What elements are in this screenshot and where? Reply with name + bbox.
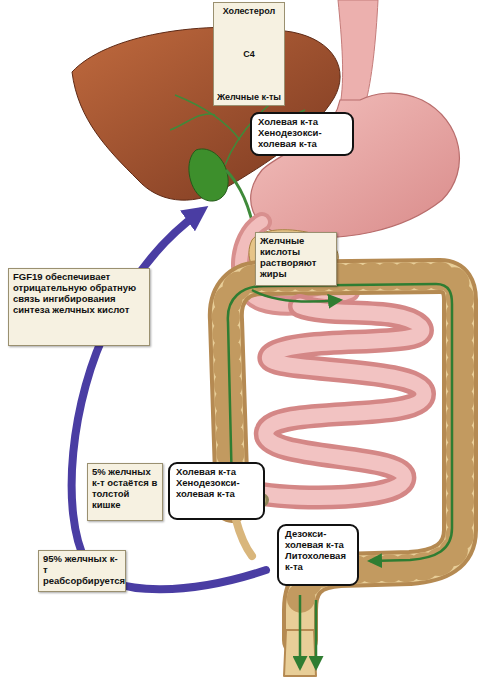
note-box: 95% желчных к-т реабсорбируется [38,550,126,592]
node-text: Холевая к-та [258,117,346,128]
flow-line [315,600,318,668]
node-text: 5% желчных к-т остаётся в толстой кишке [92,467,158,511]
gallbladder [189,149,228,201]
node-text: Холевая к-та [176,467,257,478]
bile-acid-box: Холевая к-таХенодезокси-холевая к-та [168,462,265,520]
colon-lumen [226,276,460,640]
node-text: Литохолевая к-та [285,551,351,573]
note-box: FGF19 обеспечивает отрицательную обратну… [8,268,150,346]
small-intestine-lumen [262,306,424,497]
node-text: 95% желчных к-т реабсорбируется [43,554,121,587]
node-text: FGF19 обеспечивает отрицательную обратну… [13,272,145,316]
flow-line [299,595,302,668]
bile-acid-box: Дезокси-холевая к-таЛитохолевая к-та [277,524,359,586]
node-text: Дезокси-холевая к-та [285,529,351,551]
node-text: Хенодезокси-холевая к-та [176,478,257,500]
node-text: Желчные к-ты [217,92,281,102]
stomach [251,93,460,238]
colon-haustra [226,276,460,610]
colon-wall [226,276,460,640]
esophagus [338,0,378,105]
synthesis-box: ХолестеролC4Желчные к-ты [213,2,285,106]
note-box: Желчные кислоты растворяют жиры [255,232,337,286]
small-intestine-wall [262,306,424,497]
flow-line [252,290,340,302]
node-text: Хенодезокси-холевая к-та [258,128,346,150]
appendix [236,520,252,556]
note-box: 5% желчных к-т остаётся в толстой кишке [87,463,163,521]
bile-acid-box: Холевая к-таХенодезокси-холевая к-та [250,112,354,156]
node-text: Желчные кислоты растворяют жиры [260,236,332,280]
node-text: Холестерол [223,6,276,16]
node-text: C4 [243,49,255,59]
flow-line [228,284,452,561]
